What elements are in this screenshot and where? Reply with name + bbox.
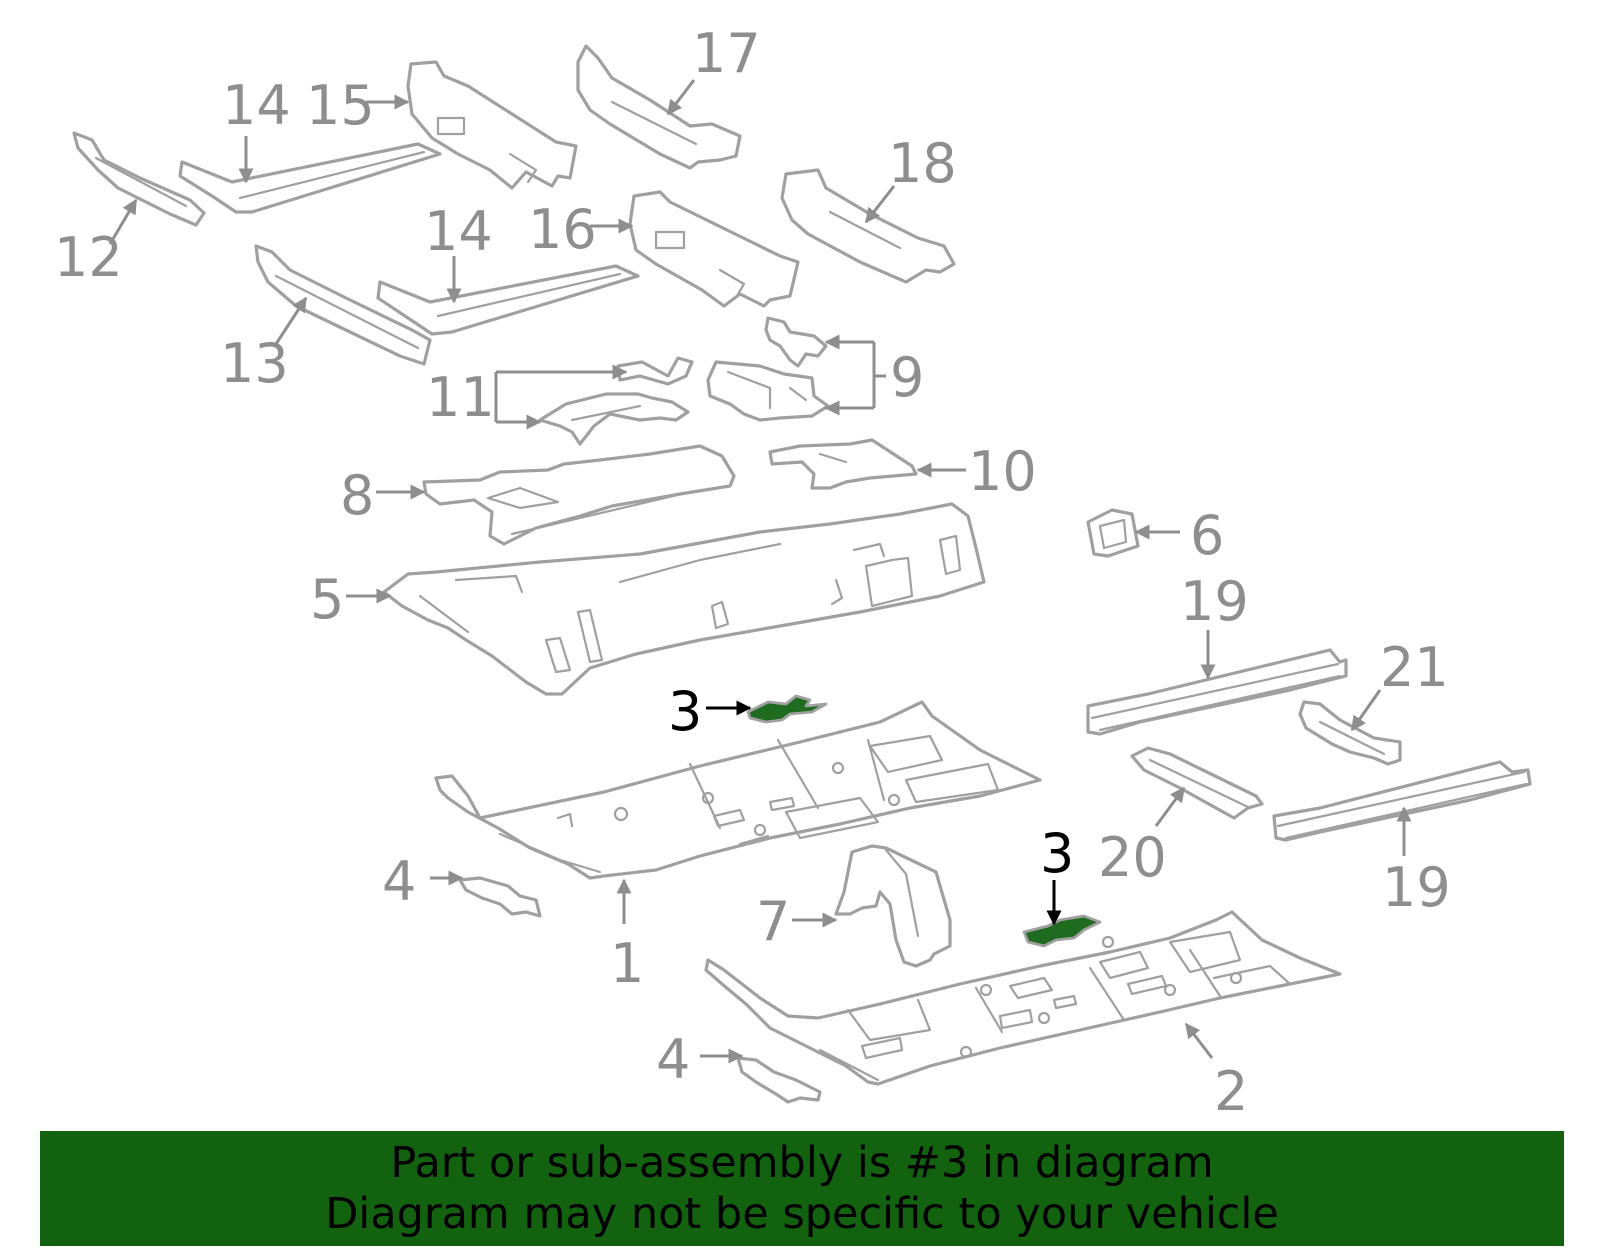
part-1-front-floor-pan[interactable] [434, 700, 1042, 880]
part-14-crossmember-lower[interactable] [376, 264, 640, 336]
callout-12: 12 [54, 226, 123, 289]
part-21-bracket[interactable] [1298, 700, 1402, 766]
callout-2: 2 [1214, 1060, 1248, 1123]
part-14-crossmember-upper[interactable] [178, 142, 442, 214]
part-4-bracket-lower[interactable] [736, 1056, 822, 1104]
part-6-bracket[interactable] [1086, 508, 1140, 558]
callout-13: 13 [220, 332, 289, 395]
part-12-side-member[interactable] [72, 131, 206, 227]
part-19-rocker-lower[interactable] [1272, 760, 1532, 842]
leader-lines [108, 79, 1412, 1064]
part-17-bracket[interactable] [576, 44, 742, 170]
part-9-bracket-lower[interactable] [706, 360, 830, 422]
callout-19-lower: 19 [1382, 856, 1451, 919]
part-19-rocker-upper[interactable] [1086, 648, 1348, 736]
callout-labels: 12 14 15 17 18 16 14 13 11 9 10 8 6 5 19… [54, 22, 1451, 1123]
part-11-bracket-upper[interactable] [616, 356, 694, 386]
part-20-crossmember[interactable] [1130, 746, 1264, 820]
callout-5: 5 [310, 568, 344, 631]
callout-14-upper: 14 [222, 74, 291, 137]
callout-4-upper: 4 [382, 850, 416, 913]
part-7-pillar[interactable] [834, 844, 952, 968]
callout-9: 9 [890, 346, 924, 409]
callout-21: 21 [1380, 636, 1449, 699]
callout-19-upper: 19 [1180, 570, 1249, 633]
info-banner: Part or sub-assembly is #3 in diagram Di… [40, 1131, 1564, 1246]
part-2-rear-floor-pan[interactable] [704, 910, 1342, 1086]
callout-16: 16 [528, 198, 597, 261]
part-10-bracket[interactable] [768, 438, 918, 490]
callout-10: 10 [968, 440, 1037, 503]
part-11-bracket-lower[interactable] [538, 392, 690, 446]
part-5-dash-panel[interactable] [382, 502, 986, 696]
callout-3-upper: 3 [668, 680, 702, 743]
part-8-crossmember[interactable] [422, 444, 736, 546]
callout-1: 1 [610, 932, 644, 995]
callout-7: 7 [756, 890, 790, 953]
part-9-bracket-upper[interactable] [764, 316, 828, 368]
part-13-side-member[interactable] [254, 244, 432, 366]
callout-17: 17 [692, 22, 761, 85]
part-18-bracket[interactable] [780, 168, 956, 284]
callout-20: 20 [1098, 826, 1167, 889]
callout-11: 11 [426, 366, 495, 429]
callout-15: 15 [306, 74, 375, 137]
callout-4-lower: 4 [656, 1028, 690, 1091]
part-16-reinforcement[interactable] [628, 190, 800, 308]
part-3-highlighted-lower[interactable] [1022, 914, 1102, 948]
callout-3-lower: 3 [1040, 822, 1074, 885]
callout-18: 18 [888, 132, 957, 195]
part-4-bracket-upper[interactable] [458, 876, 542, 918]
banner-line-2: Diagram may not be specific to your vehi… [325, 1188, 1279, 1239]
part-15-reinforcement[interactable] [406, 60, 578, 190]
callout-8: 8 [340, 464, 374, 527]
callout-6: 6 [1190, 504, 1224, 567]
part-3-highlighted-upper[interactable] [746, 694, 828, 724]
callout-14-lower: 14 [424, 200, 493, 263]
banner-line-1: Part or sub-assembly is #3 in diagram [390, 1137, 1214, 1188]
